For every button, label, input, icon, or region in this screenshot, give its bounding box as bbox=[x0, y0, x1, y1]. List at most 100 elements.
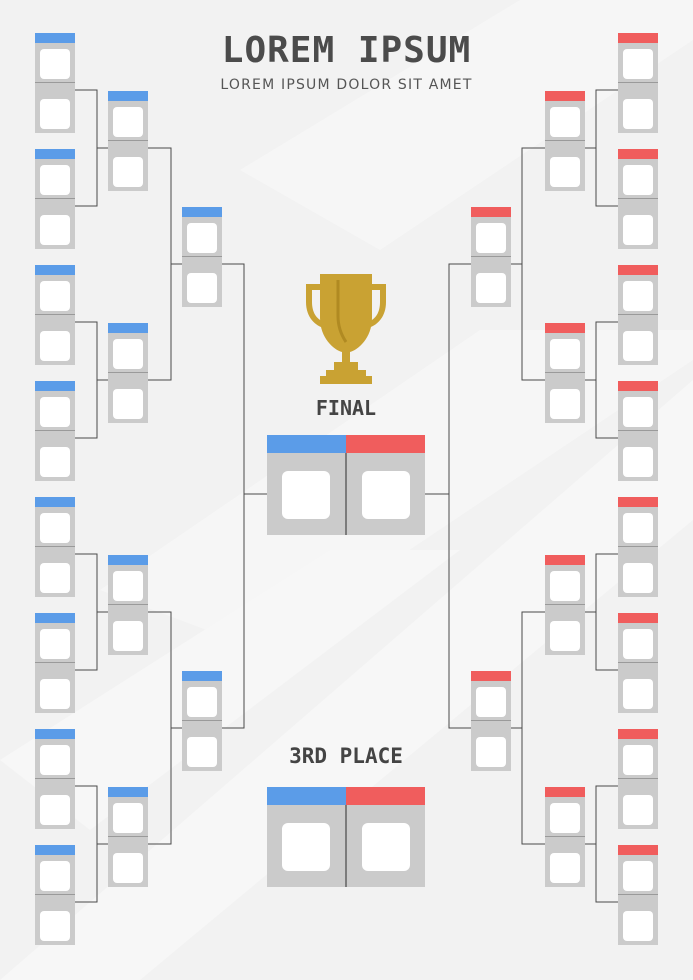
third-left-slot[interactable] bbox=[282, 823, 330, 871]
right-r1-bracket-2 bbox=[595, 321, 618, 439]
right-r2-match-3-color-bar bbox=[545, 555, 585, 565]
right-r2-match-1-slot-top[interactable] bbox=[550, 107, 580, 137]
left-r2-match-4-divider bbox=[108, 836, 148, 837]
final-label: FINAL bbox=[315, 396, 377, 420]
right-r1-match-8-color-bar bbox=[618, 845, 658, 855]
left-r2-match-4-slot-bottom[interactable] bbox=[113, 853, 143, 883]
right-r1-match-4-slot-top[interactable] bbox=[623, 397, 653, 427]
third-left-bar bbox=[267, 787, 346, 805]
left-r1-match-3-slot-top[interactable] bbox=[40, 281, 70, 311]
left-r1-match-6-divider bbox=[35, 662, 75, 663]
right-r1-match-4-divider bbox=[618, 430, 658, 431]
right-r1-match-1-divider bbox=[618, 82, 658, 83]
left-r1-match-5-slot-bottom[interactable] bbox=[40, 563, 70, 593]
right-r1-match-7-divider bbox=[618, 778, 658, 779]
right-r1-match-3-divider bbox=[618, 314, 658, 315]
right-r3-match-1-slot-top[interactable] bbox=[476, 223, 506, 253]
left-r1-match-7 bbox=[35, 729, 75, 829]
left-r1-match-8 bbox=[35, 845, 75, 945]
right-r2-match-3-slot-bottom[interactable] bbox=[550, 621, 580, 651]
right-r1-match-8 bbox=[618, 845, 658, 945]
right-r3-match-1-slot-bottom[interactable] bbox=[476, 273, 506, 303]
right-r1-match-7 bbox=[618, 729, 658, 829]
left-r1-match-2-color-bar bbox=[35, 149, 75, 159]
third-right-slot[interactable] bbox=[362, 823, 410, 871]
left-r2-match-1-slot-top[interactable] bbox=[113, 107, 143, 137]
left-r2-match-3-slot-bottom[interactable] bbox=[113, 621, 143, 651]
right-r1-match-1-slot-bottom[interactable] bbox=[623, 99, 653, 129]
right-r2-match-2 bbox=[545, 323, 585, 423]
left-r1-match-4-divider bbox=[35, 430, 75, 431]
left-r1-match-8-slot-bottom[interactable] bbox=[40, 911, 70, 941]
right-r1-match-6-slot-top[interactable] bbox=[623, 629, 653, 659]
left-r1-match-3-slot-bottom[interactable] bbox=[40, 331, 70, 361]
left-r1-bracket-3 bbox=[75, 553, 98, 671]
left-r2-match-3-slot-top[interactable] bbox=[113, 571, 143, 601]
left-r2-match-2-divider bbox=[108, 372, 148, 373]
left-r3-match-1-slot-top[interactable] bbox=[187, 223, 217, 253]
right-r1-match-6-slot-bottom[interactable] bbox=[623, 679, 653, 709]
left-r1-match-4 bbox=[35, 381, 75, 481]
left-r2-match-2-slot-top[interactable] bbox=[113, 339, 143, 369]
right-r2-match-4-slot-top[interactable] bbox=[550, 803, 580, 833]
left-r2-match-4-slot-top[interactable] bbox=[113, 803, 143, 833]
right-r3-match-2-slot-bottom[interactable] bbox=[476, 737, 506, 767]
left-r1-match-4-slot-top[interactable] bbox=[40, 397, 70, 427]
right-r1-match-7-slot-bottom[interactable] bbox=[623, 795, 653, 825]
left-r3-match-1-slot-bottom[interactable] bbox=[187, 273, 217, 303]
right-r2-bracket-1 bbox=[521, 147, 545, 381]
right-r2-match-3-divider bbox=[545, 604, 585, 605]
left-r1-match-6-slot-bottom[interactable] bbox=[40, 679, 70, 709]
left-r2-match-2-slot-bottom[interactable] bbox=[113, 389, 143, 419]
right-r2-match-2-slot-bottom[interactable] bbox=[550, 389, 580, 419]
left-r1-match-7-slot-top[interactable] bbox=[40, 745, 70, 775]
right-r3-match-1-divider bbox=[471, 256, 511, 257]
third-right-bar bbox=[346, 787, 425, 805]
left-r1-match-2-slot-bottom[interactable] bbox=[40, 215, 70, 245]
left-r1-match-6-slot-top[interactable] bbox=[40, 629, 70, 659]
right-r1-bracket-3 bbox=[595, 553, 618, 671]
final-right-bar bbox=[346, 435, 425, 453]
trophy-icon bbox=[306, 274, 386, 384]
final-divider bbox=[345, 453, 347, 535]
left-r3-match-2-slot-top[interactable] bbox=[187, 687, 217, 717]
right-r2-match-1-color-bar bbox=[545, 91, 585, 101]
left-r1-match-1-slot-top[interactable] bbox=[40, 49, 70, 79]
left-r3-match-2-divider bbox=[182, 720, 222, 721]
left-r1-match-2-slot-top[interactable] bbox=[40, 165, 70, 195]
right-r1-match-2-slot-bottom[interactable] bbox=[623, 215, 653, 245]
right-r1-match-3-slot-bottom[interactable] bbox=[623, 331, 653, 361]
right-r2-match-2-slot-top[interactable] bbox=[550, 339, 580, 369]
right-r1-match-7-slot-top[interactable] bbox=[623, 745, 653, 775]
left-r1-match-1-slot-bottom[interactable] bbox=[40, 99, 70, 129]
right-r2-match-2-color-bar bbox=[545, 323, 585, 333]
right-r1-match-1-slot-top[interactable] bbox=[623, 49, 653, 79]
right-r1-match-4-color-bar bbox=[618, 381, 658, 391]
left-r1-match-5-color-bar bbox=[35, 497, 75, 507]
right-r1-match-2 bbox=[618, 149, 658, 249]
left-r1-match-5-slot-top[interactable] bbox=[40, 513, 70, 543]
right-r1-match-5-slot-top[interactable] bbox=[623, 513, 653, 543]
right-r3-match-2-slot-top[interactable] bbox=[476, 687, 506, 717]
left-r1-match-4-slot-bottom[interactable] bbox=[40, 447, 70, 477]
right-r2-match-4-slot-bottom[interactable] bbox=[550, 853, 580, 883]
left-r1-match-8-slot-top[interactable] bbox=[40, 861, 70, 891]
left-r1-match-7-slot-bottom[interactable] bbox=[40, 795, 70, 825]
right-r2-match-3-slot-top[interactable] bbox=[550, 571, 580, 601]
left-r1-bracket-4 bbox=[75, 785, 98, 903]
right-r2-match-1-slot-bottom[interactable] bbox=[550, 157, 580, 187]
left-r2-match-2 bbox=[108, 323, 148, 423]
left-r2-match-1-slot-bottom[interactable] bbox=[113, 157, 143, 187]
left-r1-match-7-color-bar bbox=[35, 729, 75, 739]
left-r1-match-1-color-bar bbox=[35, 33, 75, 43]
right-r1-match-4-slot-bottom[interactable] bbox=[623, 447, 653, 477]
right-r1-match-3-slot-top[interactable] bbox=[623, 281, 653, 311]
final-right-slot[interactable] bbox=[362, 471, 410, 519]
right-r1-match-5-slot-bottom[interactable] bbox=[623, 563, 653, 593]
final-left-slot[interactable] bbox=[282, 471, 330, 519]
left-r3-match-2-slot-bottom[interactable] bbox=[187, 737, 217, 767]
right-r1-match-8-slot-top[interactable] bbox=[623, 861, 653, 891]
right-r3-bracket bbox=[448, 263, 471, 729]
right-r1-match-2-slot-top[interactable] bbox=[623, 165, 653, 195]
right-r1-match-8-slot-bottom[interactable] bbox=[623, 911, 653, 941]
